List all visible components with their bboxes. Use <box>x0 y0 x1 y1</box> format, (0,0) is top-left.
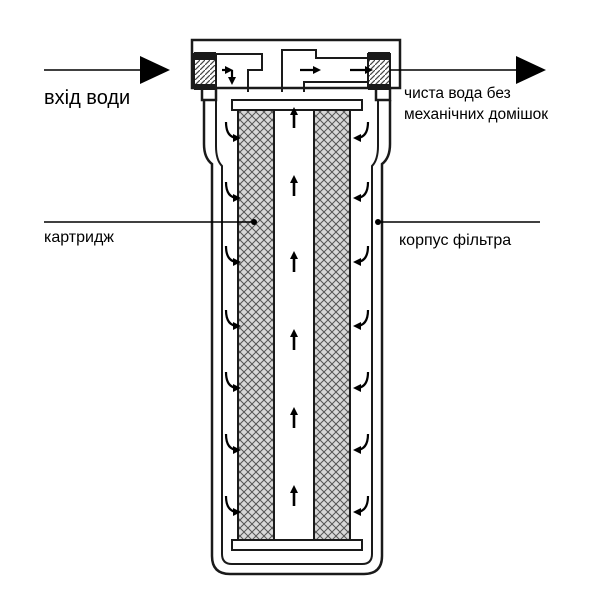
cartridge-label: картридж <box>44 229 114 246</box>
filter-head <box>190 38 402 102</box>
flow-arrow-icon <box>353 371 370 392</box>
flow-arrow-icon <box>353 309 370 330</box>
inlet-label: вхід води <box>44 87 131 109</box>
cartridge-bottom-cap <box>231 539 363 551</box>
flow-arrow-icon <box>224 309 241 330</box>
inlet-arrow-icon <box>140 56 170 84</box>
flow-arrow-icon <box>224 181 241 202</box>
flow-arrow-icon <box>224 121 241 142</box>
cartridge <box>231 99 363 551</box>
flow-arrow-icon <box>353 433 370 454</box>
flow-arrow-icon <box>353 121 370 142</box>
flow-arrow-icon <box>224 245 241 266</box>
flow-arrow-icon <box>224 371 241 392</box>
flow-arrows <box>222 66 373 516</box>
filter-housing <box>202 100 392 576</box>
cartridge-top-cap <box>231 99 363 111</box>
housing-label: корпус фільтра <box>399 232 512 249</box>
outlet-label: чиста вода без механічних домішок <box>404 85 549 123</box>
flow-arrow-icon <box>224 495 241 516</box>
flow-arrow-icon <box>224 433 241 454</box>
outlet-arrow-icon <box>516 56 546 84</box>
cartridge-mesh-right <box>313 109 351 541</box>
cartridge-mesh-left <box>237 109 275 541</box>
flow-arrow-icon <box>353 245 370 266</box>
flow-arrow-icon <box>353 495 370 516</box>
flow-arrow-icon <box>353 181 370 202</box>
leader-lines <box>44 56 546 225</box>
